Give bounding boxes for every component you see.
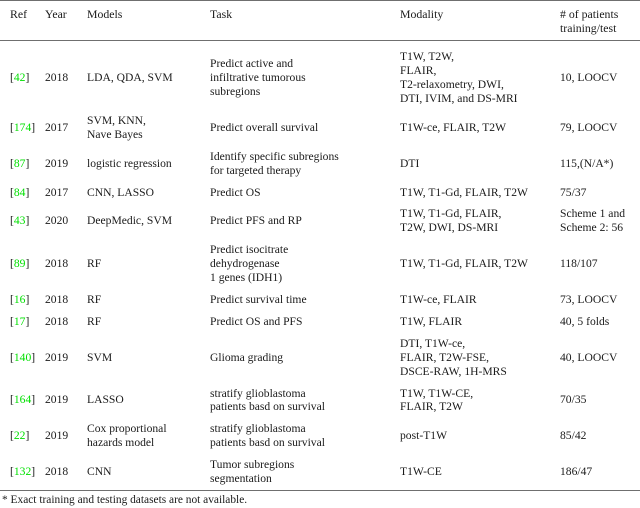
cell-year: 2017 (45, 120, 69, 134)
table-row: [22] 2019 Cox proportional hazards model st… (0, 418, 640, 454)
cell-models: DeepMedic, SVM (87, 214, 173, 228)
table-header: Ref Year Models Task Modality # of patie… (0, 0, 640, 41)
table-footnote: * Exact training and testing datasets ar… (2, 493, 248, 506)
cell-year: 2018 (45, 40, 87, 110)
cell-models: Cox proportional hazards model (87, 422, 167, 450)
cell-patients: 85/42 (560, 429, 587, 443)
cell-models: RF (87, 314, 102, 328)
cell-patients: 73, LOOCV (560, 293, 618, 306)
cell-task: Predict OS and PFS (210, 314, 303, 328)
cell-models: LDA, QDA, SVM (87, 40, 210, 110)
cell-task: stratify glioblastoma patients basd on s… (210, 422, 325, 450)
table-row: [140] 2019 SVM Glioma grading DTI, T1W-ce, F… (0, 333, 640, 383)
cell-models: CNN (87, 465, 112, 479)
cell-patients: 118/107 (560, 257, 598, 271)
results-table: Ref Year Models Task Modality # of patie… (0, 0, 640, 490)
cell-ref[interactable]: [174] (10, 120, 36, 134)
table-row: [132] 2018 CNN Tumor subregions segmentatio… (0, 454, 640, 490)
cell-patients: Scheme 1 and Scheme 2: 56 (560, 207, 626, 235)
cell-patients: 10, LOOCV (560, 40, 640, 110)
cell-ref[interactable]: [87] (10, 156, 30, 170)
cell-models: CNN, LASSO (87, 185, 154, 199)
cell-year: 2018 (45, 465, 69, 479)
cell-modality: T1W-ce, FLAIR, T2W (400, 120, 507, 134)
cell-ref[interactable]: [84] (10, 185, 30, 199)
table-row: [87] 2019 logistic regression Identify spec… (0, 146, 640, 182)
table-row: [164] 2019 LASSO stratify glioblastoma pati… (0, 383, 640, 419)
cell-patients: 40, LOOCV (560, 350, 618, 364)
cell-ref[interactable]: [43] (10, 214, 30, 228)
column-header-task: Task (210, 0, 400, 41)
cell-task: Tumor subregions segmentation (210, 458, 295, 486)
cell-ref[interactable]: [164] (10, 393, 36, 407)
column-header-year: Year (45, 0, 87, 41)
cell-year: 2019 (45, 350, 69, 364)
cell-models: logistic regression (87, 156, 172, 170)
cell-modality: post-T1W (400, 429, 448, 443)
cell-task: Identify specific subregions for targete… (210, 149, 339, 177)
cell-year: 2020 (45, 214, 69, 228)
cell-models: RF (87, 293, 102, 306)
cell-task: Glioma grading (210, 350, 284, 364)
cell-modality: DTI, T1W-ce, FLAIR, T2W-FSE, DSCE-RAW, 1… (400, 336, 507, 378)
table-row: [43] 2020 DeepMedic, SVM Predict PFS and RP… (0, 203, 640, 239)
column-header-modality: Modality (400, 0, 560, 41)
cell-ref[interactable]: [89] (10, 257, 30, 271)
cell-patients: 40, 5 folds (560, 314, 610, 328)
cell-ref[interactable]: [42] (0, 40, 45, 110)
cell-modality: T1W, T1-Gd, FLAIR, T2W (400, 257, 528, 271)
cell-modality: T1W-CE (400, 465, 442, 479)
cell-year: 2018 (45, 293, 69, 306)
table-row: [16] 2018 RF Predict survival time T1W-ce, F… (0, 289, 640, 311)
cell-year: 2018 (45, 257, 69, 271)
cell-year: 2019 (45, 429, 69, 443)
cell-year: 2019 (45, 393, 69, 407)
cell-modality: T1W, T1-Gd, FLAIR, T2W, DWI, DS-MRI (400, 207, 502, 235)
table-row: [17] 2018 RF Predict OS and PFS T1W, FLAIR 40… (0, 311, 640, 333)
cell-task: Predict OS (210, 185, 261, 199)
cell-modality: T1W, FLAIR (400, 314, 463, 328)
cell-modality: T1W, T2W, FLAIR, T2-relaxometry, DWI, DT… (400, 40, 560, 110)
cell-ref[interactable]: [22] (10, 429, 30, 443)
cell-task: Predict overall survival (210, 120, 319, 134)
column-header-patients: # of patients training/test (560, 0, 640, 41)
table-row: [174] 2017 SVM, KNN, Nave Bayes Predict ove… (0, 110, 640, 146)
cell-patients: 79, LOOCV (560, 120, 618, 134)
cell-modality: T1W-ce, FLAIR (400, 293, 477, 306)
cell-models: SVM, KNN, Nave Bayes (87, 113, 146, 141)
cell-year: 2017 (45, 185, 69, 199)
cell-task: Predict isocitrate dehydrogenase 1 genes… (210, 243, 289, 285)
cell-year: 2018 (45, 314, 69, 328)
cell-patients: 115,(N/A*) (560, 156, 614, 170)
table-row: [84] 2017 CNN, LASSO Predict OS T1W, T1-Gd, … (0, 182, 640, 204)
cell-modality: T1W, T1W-CE, FLAIR, T2W (400, 386, 474, 414)
cell-task: Predict active and infiltrative tumorous… (210, 40, 400, 110)
cell-task: stratify glioblastoma patients basd on s… (210, 386, 325, 414)
table-row: [89] 2018 RF Predict isocitrate dehydrogena… (0, 239, 640, 289)
cell-patients: 70/35 (560, 393, 587, 407)
cell-patients: 186/47 (560, 465, 593, 479)
cell-models: SVM (87, 350, 113, 364)
column-header-ref: Ref (0, 0, 45, 41)
column-header-models: Models (87, 0, 210, 41)
cell-year: 2019 (45, 156, 69, 170)
cell-modality: DTI (400, 156, 420, 170)
cell-patients: 75/37 (560, 185, 587, 199)
cell-ref[interactable]: [16] (10, 293, 30, 306)
cell-models: RF (87, 257, 102, 271)
cell-ref[interactable]: [132] (10, 465, 36, 479)
cell-ref[interactable]: [17] (10, 314, 30, 328)
cell-task: Predict survival time (210, 293, 307, 306)
cell-models: LASSO (87, 393, 124, 407)
cell-task: Predict PFS and RP (210, 214, 302, 228)
cell-ref[interactable]: [140] (10, 350, 36, 364)
cell-modality: T1W, T1-Gd, FLAIR, T2W (400, 185, 528, 199)
